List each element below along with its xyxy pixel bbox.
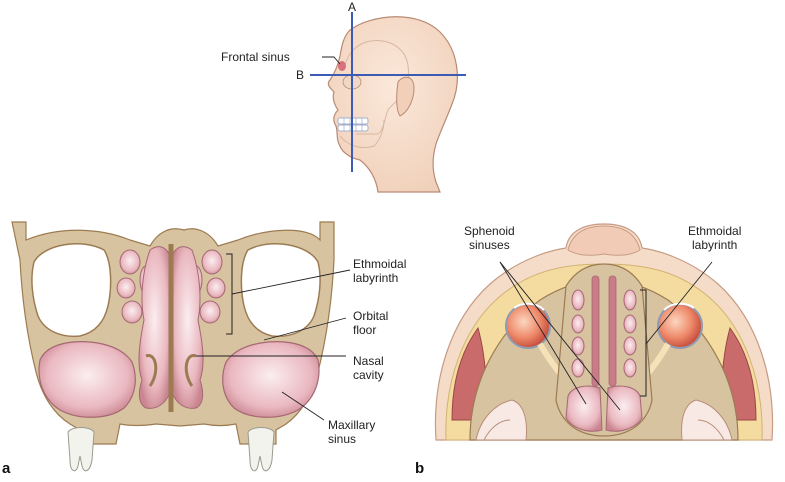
- orbital-floor-line2: floor: [353, 323, 377, 337]
- maxillary-sinus-line1: Maxillary: [328, 418, 376, 432]
- leader-ethmoidal-b: [645, 261, 713, 345]
- leader-orbital-floor: [263, 317, 347, 341]
- ethmoidal-labyrinth-b-line2: labyrinth: [692, 238, 738, 252]
- plane-b-label: B: [296, 68, 305, 82]
- nasal-cavity-line1: Nasal: [353, 354, 384, 368]
- orbital-floor-label: Orbital floor: [353, 309, 388, 337]
- ethmoidal-labyrinth-b-label: Ethmoidal labyrinth: [688, 224, 741, 252]
- leader-ethmoidal-a: [231, 269, 351, 295]
- frontal-sinus-label: Frontal sinus: [221, 50, 290, 64]
- leader-sphenoid-1: [499, 261, 587, 405]
- ethmoid-cells-b: [571, 289, 637, 378]
- nasal-cavity-label: Nasal cavity: [353, 354, 384, 382]
- axial-section: [434, 223, 774, 441]
- right-eye: [657, 302, 703, 349]
- left-maxillary-sinus: [38, 341, 136, 418]
- left-eye: [505, 302, 551, 349]
- sphenoid-sinuses-label: Sphenoid sinuses: [464, 224, 515, 252]
- sphenoid-sinuses-line1: Sphenoid: [464, 224, 515, 238]
- sphenoid-sinus-left: [565, 385, 603, 432]
- plane-a-label: A: [348, 0, 357, 14]
- nasal-cavity-line2: cavity: [353, 368, 384, 382]
- head-profile: [310, 12, 466, 193]
- bracket-ethmoidal-b: [640, 289, 647, 397]
- nasal-passage-right-b: [608, 275, 617, 387]
- right-maxillary-sinus: [222, 341, 320, 418]
- jaw: [339, 119, 385, 149]
- teeth-a: [67, 427, 275, 472]
- ethmoidal-labyrinth-b-line1: Ethmoidal: [688, 224, 742, 238]
- maxillary-sinus-label: Maxillary sinus: [328, 418, 375, 446]
- leader-sphenoid-2: [499, 261, 621, 411]
- leader-maxillary-sinus: [281, 391, 325, 421]
- panel-a-letter: a: [2, 460, 11, 477]
- ear: [396, 76, 415, 117]
- nasal-passage-left-b: [591, 275, 600, 387]
- panel-b-letter: b: [415, 460, 425, 477]
- nose-b: [567, 225, 641, 256]
- coronal-section: [11, 221, 351, 472]
- inferior-concha-left: [145, 354, 158, 387]
- orbital-floor-line1: Orbital: [353, 309, 389, 323]
- inferior-concha-right: [184, 354, 197, 387]
- ethmoidal-labyrinth-a-line2: labyrinth: [353, 271, 399, 285]
- leader-frontal-sinus: [322, 56, 341, 65]
- sphenoid-sinus-right: [605, 385, 643, 432]
- sphenoid-sinuses-line2: sinuses: [469, 238, 510, 252]
- left-orbit: [31, 243, 112, 338]
- ethmoidal-labyrinth-a-line1: Ethmoidal: [353, 257, 407, 271]
- maxillary-sinus-line2: sinus: [328, 432, 357, 446]
- brain-b: [475, 399, 733, 441]
- ethmoidal-labyrinth-a-label: Ethmoidal labyrinth: [353, 257, 406, 285]
